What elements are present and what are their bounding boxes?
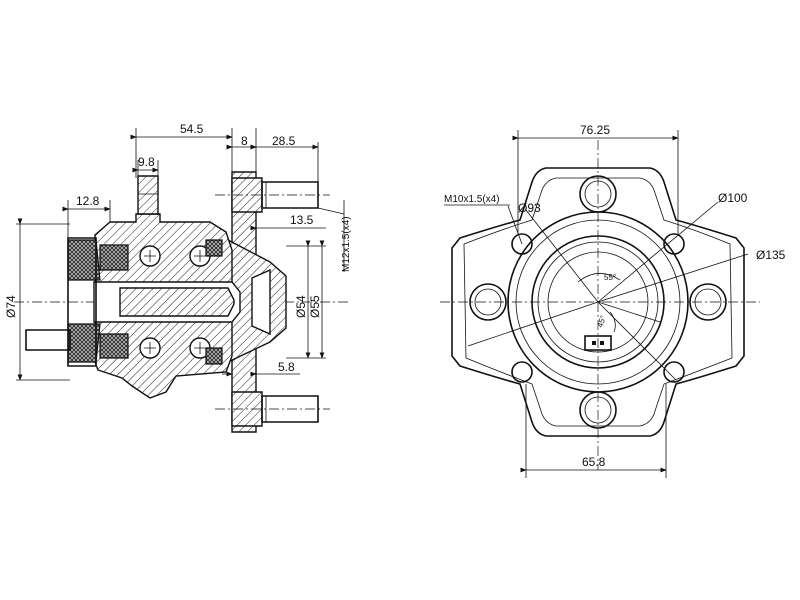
dim-13-5: 13.5 (290, 213, 314, 227)
dim-dia-93: Ø93 (518, 201, 541, 215)
sensor-socket (584, 335, 612, 351)
dim-thread-m10: M10x1.5(x4) (444, 194, 500, 205)
dim-dia-100: Ø100 (718, 191, 748, 205)
dim-dia-74: Ø74 (4, 295, 18, 318)
dim-54-5: 54.5 (180, 122, 204, 136)
dim-12-8: 12.8 (76, 194, 100, 208)
dim-65-8: 65.8 (582, 455, 606, 469)
angle-45: 45° (595, 314, 608, 328)
dim-5-8: 5.8 (278, 360, 295, 374)
dim-dia-54: Ø54 (294, 295, 308, 318)
front-view: 76.25 65.8 M10x1.5(x4) Ø93 Ø100 Ø135 55°… (440, 123, 786, 478)
mounting-holes (511, 233, 685, 383)
sensor-connector (25, 329, 71, 351)
wheel-stud-bottom (215, 391, 330, 427)
bearing-balls (139, 245, 211, 359)
ring-mid (531, 235, 665, 369)
dim-9-8: 9.8 (138, 155, 155, 169)
dim-28-5: 28.5 (272, 134, 296, 148)
dim-thread-m12: M12x1.5(x4) (341, 216, 352, 272)
dim-8: 8 (241, 134, 248, 148)
dim-dia-55: Ø55 (308, 295, 322, 318)
front-dimensions: 76.25 65.8 M10x1.5(x4) Ø93 Ø100 Ø135 55°… (444, 123, 786, 478)
dim-76-25: 76.25 (580, 123, 610, 137)
top-tab (137, 175, 159, 215)
dim-dia-135: Ø135 (756, 248, 786, 262)
section-view: 54.5 8 28.5 9.8 12.8 13.5 M12x1 (4, 122, 352, 433)
section-dimensions: 54.5 8 28.5 9.8 12.8 13.5 M12x1 (4, 122, 352, 381)
wheel-bolt-holes (469, 175, 727, 429)
angle-55: 55° (604, 273, 616, 282)
wheel-stud-top (215, 177, 330, 213)
flange-outline (451, 167, 745, 437)
